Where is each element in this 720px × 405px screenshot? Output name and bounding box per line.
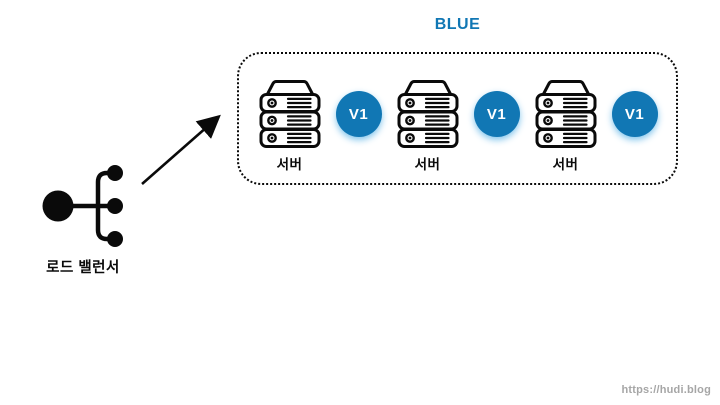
- server-label: 서버: [552, 157, 579, 172]
- server-icon: [397, 78, 459, 148]
- server-node: 서버: [534, 78, 598, 173]
- server-label: 서버: [276, 157, 303, 172]
- server-label: 서버: [414, 157, 441, 172]
- footer-blog-url: https://hudi.blog: [621, 384, 711, 396]
- server-node: 서버: [396, 78, 460, 173]
- version-badge: V1: [611, 91, 658, 137]
- arrow-icon: [141, 114, 221, 185]
- server-node: 서버: [258, 78, 322, 173]
- version-badge-label: V1: [486, 105, 507, 123]
- server-icon: [535, 78, 597, 148]
- load-balancer-icon: [42, 165, 123, 247]
- version-badge: V1: [473, 91, 520, 137]
- blue-environment-box: 서버 V1 서버 V1 서버 V1: [237, 52, 678, 185]
- version-badge: V1: [335, 91, 382, 137]
- version-badge-label: V1: [348, 105, 369, 123]
- version-badge-label: V1: [624, 105, 645, 123]
- load-balancer: 로드 밸런서: [28, 162, 138, 277]
- load-balancer-label: 로드 밸런서: [46, 260, 120, 276]
- server-icon: [259, 78, 321, 148]
- blue-group-title: BLUE: [434, 16, 481, 33]
